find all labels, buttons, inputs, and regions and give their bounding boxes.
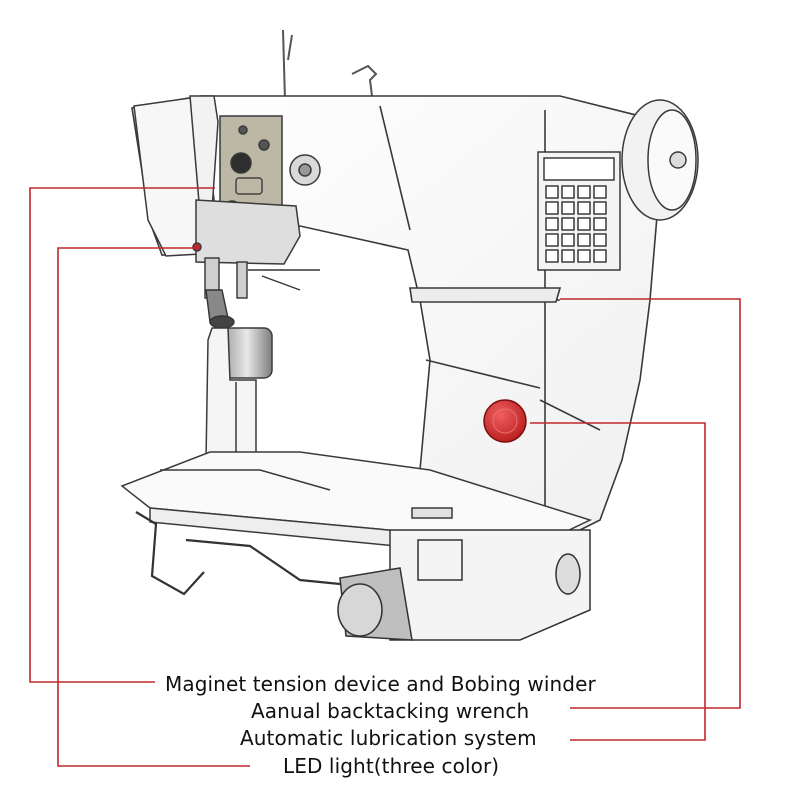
leader-tension bbox=[29, 187, 215, 683]
callout-label-led-light: LED light(three color) bbox=[283, 754, 500, 778]
leader-lubrication bbox=[530, 422, 706, 741]
thread-stand bbox=[282, 29, 378, 101]
keypad-icon bbox=[537, 151, 621, 271]
tension-knob bbox=[230, 152, 252, 174]
callout-label-backtacking-wrench: Aanual backtacking wrench bbox=[251, 699, 530, 723]
led-light-icon bbox=[192, 242, 202, 252]
machine-post bbox=[205, 327, 273, 461]
lubrication-button-icon bbox=[483, 399, 527, 443]
leader-backtack bbox=[560, 298, 741, 709]
leader-led bbox=[57, 247, 250, 767]
machine-head bbox=[133, 95, 321, 265]
handwheel-icon bbox=[621, 99, 699, 221]
callout-label-lubrication: Automatic lubrication system bbox=[240, 726, 537, 750]
callout-leaders bbox=[29, 187, 741, 767]
knee-lever bbox=[135, 511, 341, 596]
callout-label-tension-device: Maginet tension device and Bobing winder bbox=[165, 672, 596, 696]
motor-icon bbox=[337, 529, 591, 641]
needle-area bbox=[204, 257, 320, 329]
